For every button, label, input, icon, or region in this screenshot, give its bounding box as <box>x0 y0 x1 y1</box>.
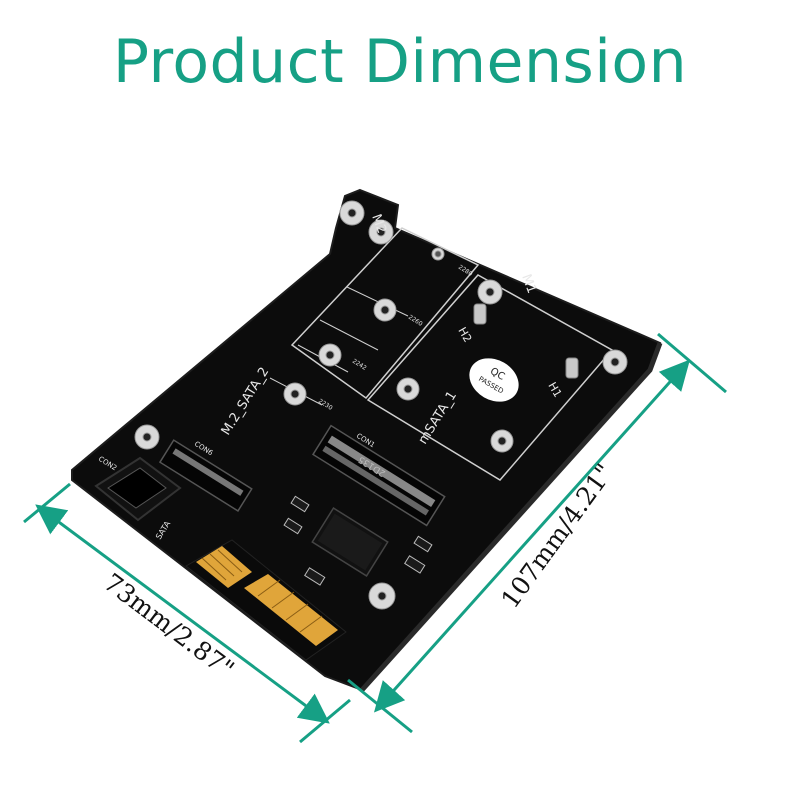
standoff-h2 <box>473 303 487 325</box>
m2-connector-con6 <box>158 439 253 512</box>
m1-label: M1 <box>518 272 539 295</box>
mounting-hole <box>318 343 342 367</box>
mounting-hole <box>368 219 394 245</box>
mounting-hole <box>339 200 365 226</box>
mounting-hole <box>283 382 307 406</box>
m2-label: M2 <box>368 212 389 235</box>
mounting-hole <box>490 429 514 453</box>
mounting-hole <box>396 377 420 401</box>
length-arrow <box>373 359 691 713</box>
mounting-hole <box>602 349 628 375</box>
mounting-hole <box>134 424 160 450</box>
width-arrow <box>35 504 330 724</box>
m2-slot-outline <box>290 227 480 400</box>
mounting-hole <box>368 582 396 610</box>
mounting-hole <box>431 247 445 261</box>
page-title: Product Dimension <box>112 27 688 97</box>
mounting-hole <box>373 298 397 322</box>
standoff-h1 <box>565 357 579 379</box>
mounting-hole <box>477 279 503 305</box>
